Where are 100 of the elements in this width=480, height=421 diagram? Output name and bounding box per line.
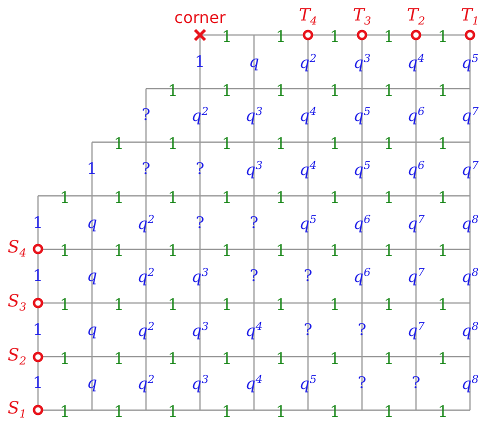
edge-weight: q$^{5}$	[299, 214, 317, 232]
edge-weight: 1	[168, 82, 178, 99]
edge-weight: ?	[412, 375, 420, 392]
edge-weight: 1	[384, 190, 394, 206]
edge-weight: 1	[438, 350, 448, 367]
edge-weight: q$^{4}$	[299, 106, 317, 124]
edge-weight: 1	[168, 350, 178, 367]
edge-weight: 1	[384, 29, 394, 45]
edge-weight: q$^{3}$	[245, 106, 263, 124]
edge-weight: 1	[60, 297, 70, 313]
edge-weight: 1	[168, 136, 178, 152]
edge-weight: 1	[60, 350, 70, 367]
edge-weight: q$^{7}$	[461, 106, 479, 124]
point-label: S$_{2}$	[8, 347, 26, 366]
point-label: S$_{4}$	[8, 240, 26, 259]
edge-weight: 1	[114, 136, 124, 152]
point-label: S$_{1}$	[8, 400, 26, 420]
edge-weight: 1	[276, 82, 286, 99]
edge-weight: 1	[276, 297, 286, 313]
edge-weight: 1	[330, 136, 340, 152]
edge-weight: q$^{2}$	[137, 214, 155, 232]
edge-weight: 1	[194, 54, 206, 70]
edge-weight: q$^{8}$	[461, 267, 479, 286]
edge-weight: 1	[330, 190, 340, 206]
edge-weight: 1	[438, 82, 448, 99]
edge-weight: 1	[384, 243, 394, 260]
edge-weight: 1	[32, 268, 44, 284]
edge-weight: ?	[250, 268, 258, 284]
edge-weight: 1	[276, 404, 286, 420]
edge-weight: 1	[222, 243, 232, 260]
point-label: T$_{3}$	[352, 8, 372, 26]
edge-weight: 1	[60, 243, 70, 260]
edge-weight: q$^{8}$	[461, 374, 479, 392]
edge-weight: 1	[330, 404, 340, 420]
edge-weight: 1	[330, 297, 340, 313]
edge-weight: 1	[276, 350, 286, 367]
edge-weight: q	[86, 268, 98, 284]
edge-weight: 1	[438, 243, 448, 260]
edge-weight: 1	[438, 404, 448, 420]
edge-weight: 1	[32, 375, 44, 392]
edge-weight: q$^{7}$	[461, 160, 479, 178]
edge-weight: q$^{2}$	[137, 320, 155, 339]
edge-weight: 1	[330, 350, 340, 367]
edge-weight: q$^{6}$	[353, 214, 371, 232]
edge-weight: 1	[168, 404, 178, 420]
edge-weight: ?	[358, 375, 366, 392]
edge-weight: 1	[114, 190, 124, 206]
point-label: corner	[174, 10, 226, 26]
edge-weight: 1	[330, 243, 340, 260]
edge-weight: q$^{2}$	[137, 374, 155, 392]
edge-weight: q$^{5}$	[461, 52, 479, 71]
edge-weight: q$^{5}$	[353, 160, 371, 178]
edge-weight: 1	[222, 404, 232, 420]
edge-weight: q$^{4}$	[299, 160, 317, 178]
edge-weight: 1	[222, 136, 232, 152]
edge-weight: 1	[384, 82, 394, 99]
edge-weight: 1	[32, 214, 44, 231]
edge-weight: q$^{4}$	[245, 374, 263, 392]
edge-weight: q$^{6}$	[407, 106, 425, 124]
edge-weight: 1	[276, 243, 286, 260]
edge-weight: 1	[168, 243, 178, 260]
edge-weight: q$^{2}$	[299, 52, 317, 71]
edge-weight: 1	[438, 136, 448, 152]
edge-weight: 1	[276, 29, 286, 45]
edge-weight: q$^{2}$	[137, 267, 155, 286]
edge-weight: 1	[168, 297, 178, 313]
edge-weight: 1	[384, 136, 394, 152]
edge-weight: q$^{7}$	[407, 214, 425, 232]
edge-weight: 1	[114, 243, 124, 260]
edge-weight: 1	[276, 136, 286, 152]
edge-weight: 1	[438, 29, 448, 45]
edge-weight: q$^{3}$	[191, 374, 209, 392]
edge-weight: q	[86, 375, 98, 392]
edge-weight: 1	[222, 350, 232, 367]
edge-weight: 1	[114, 404, 124, 420]
edge-weight: 1	[384, 350, 394, 367]
edge-weight: 1	[222, 29, 232, 45]
edge-weight: 1	[438, 190, 448, 206]
edge-weight: ?	[304, 322, 312, 338]
edge-weight: q$^{4}$	[407, 52, 425, 71]
edge-weight: 1	[438, 297, 448, 313]
edge-weight: q$^{8}$	[461, 320, 479, 339]
edge-weight: ?	[142, 161, 150, 177]
edge-weight: q$^{3}$	[245, 160, 263, 178]
edge-weight: q$^{5}$	[299, 374, 317, 392]
edge-weight: ?	[196, 161, 204, 177]
edge-weight: 1	[60, 190, 70, 206]
edge-weight: q$^{6}$	[407, 160, 425, 178]
edge-weight: ?	[196, 214, 204, 231]
edge-weight: 1	[86, 161, 98, 177]
edge-weight: q$^{7}$	[407, 267, 425, 286]
edge-weight: q	[86, 214, 98, 231]
point-label: T$_{2}$	[406, 8, 426, 26]
edge-weight: q$^{3}$	[191, 320, 209, 339]
edge-weight: 1	[32, 322, 44, 338]
edge-weight: q$^{5}$	[353, 106, 371, 124]
edge-weight: q$^{3}$	[191, 267, 209, 286]
edge-weight: 1	[330, 82, 340, 99]
edge-weight: 1	[222, 297, 232, 313]
edge-weight: 1	[114, 350, 124, 367]
